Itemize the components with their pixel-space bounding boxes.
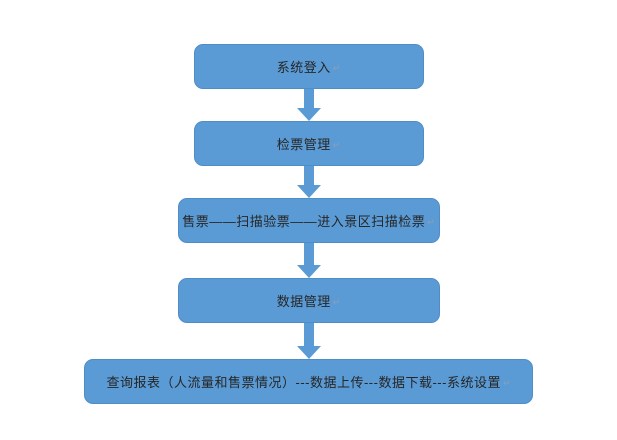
paragraph-mark-icon: ↵ bbox=[332, 63, 341, 73]
flow-node-label: 检票管理 bbox=[276, 137, 331, 152]
down-arrow-icon bbox=[296, 166, 321, 198]
flow-node-sell-scan-enter: 售票——扫描验票——进入景区扫描检票↵ bbox=[177, 198, 440, 243]
paragraph-mark-icon: ↵ bbox=[332, 140, 341, 150]
flow-node-label: 数据管理 bbox=[276, 294, 331, 309]
down-arrow-icon bbox=[296, 89, 321, 121]
flow-node-ticket-check-management: 检票管理↵ bbox=[193, 121, 424, 166]
flow-node-reports-and-settings: 查询报表（人流量和售票情况）---数据上传---数据下载---系统设置↵ bbox=[84, 359, 533, 404]
flow-node-data-management: 数据管理↵ bbox=[177, 278, 440, 323]
flow-node-label: 售票——扫描验票——进入景区扫描检票 bbox=[182, 214, 426, 229]
down-arrow-icon bbox=[296, 243, 321, 278]
paragraph-mark-icon: ↵ bbox=[427, 217, 435, 227]
flow-node-label: 系统登入 bbox=[276, 60, 331, 75]
paragraph-mark-icon: ↵ bbox=[332, 297, 341, 307]
paragraph-mark-icon: ↵ bbox=[502, 378, 511, 388]
flow-node-label: 查询报表（人流量和售票情况）---数据上传---数据下载---系统设置 bbox=[106, 375, 501, 390]
down-arrow-connector bbox=[296, 166, 322, 198]
down-arrow-connector bbox=[296, 323, 322, 359]
down-arrow-connector bbox=[296, 89, 322, 121]
down-arrow-icon bbox=[296, 323, 321, 359]
flow-node-system-login: 系统登入↵ bbox=[193, 44, 424, 89]
down-arrow-connector bbox=[296, 243, 322, 278]
